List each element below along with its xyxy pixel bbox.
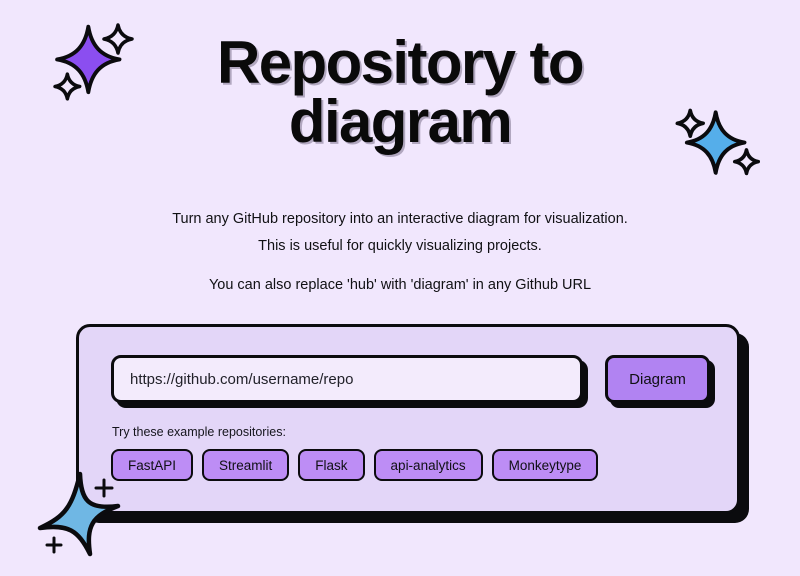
repository-url-input[interactable]	[111, 355, 583, 403]
page-title-line-2: diagram	[288, 87, 513, 155]
example-chip-fastapi[interactable]: FastAPI	[111, 449, 194, 481]
example-chip-monkeytype[interactable]: Monkeytype	[491, 449, 599, 481]
subtitle-line-3: You can also replace 'hub' with 'diagram…	[208, 277, 592, 293]
sparkle-icon-top-right	[668, 100, 778, 200]
subtitle-line-1: Turn any GitHub repository into an inter…	[172, 211, 628, 227]
page-title: Repository to diagram	[0, 29, 800, 155]
example-chip-api-analytics[interactable]: api-analytics	[373, 449, 483, 481]
sparkle-icon-top-left	[44, 16, 144, 116]
repository-form-card: Diagram Try these example repositories: …	[76, 324, 740, 514]
page-subtitle: Turn any GitHub repository into an inter…	[0, 206, 800, 299]
sparkle-star-icon-bottom-left	[28, 466, 128, 566]
input-row: Diagram	[111, 355, 710, 403]
subtitle-line-2: This is useful for quickly visualizing p…	[258, 238, 542, 254]
example-chip-flask[interactable]: Flask	[298, 449, 365, 481]
example-chip-streamlit[interactable]: Streamlit	[202, 449, 290, 481]
examples-label: Try these example repositories:	[112, 425, 286, 439]
diagram-submit-button[interactable]: Diagram	[605, 355, 710, 403]
page-title-line-1: Repository to	[217, 29, 584, 96]
example-repository-chips: FastAPI Streamlit Flask api-analytics Mo…	[111, 449, 599, 481]
